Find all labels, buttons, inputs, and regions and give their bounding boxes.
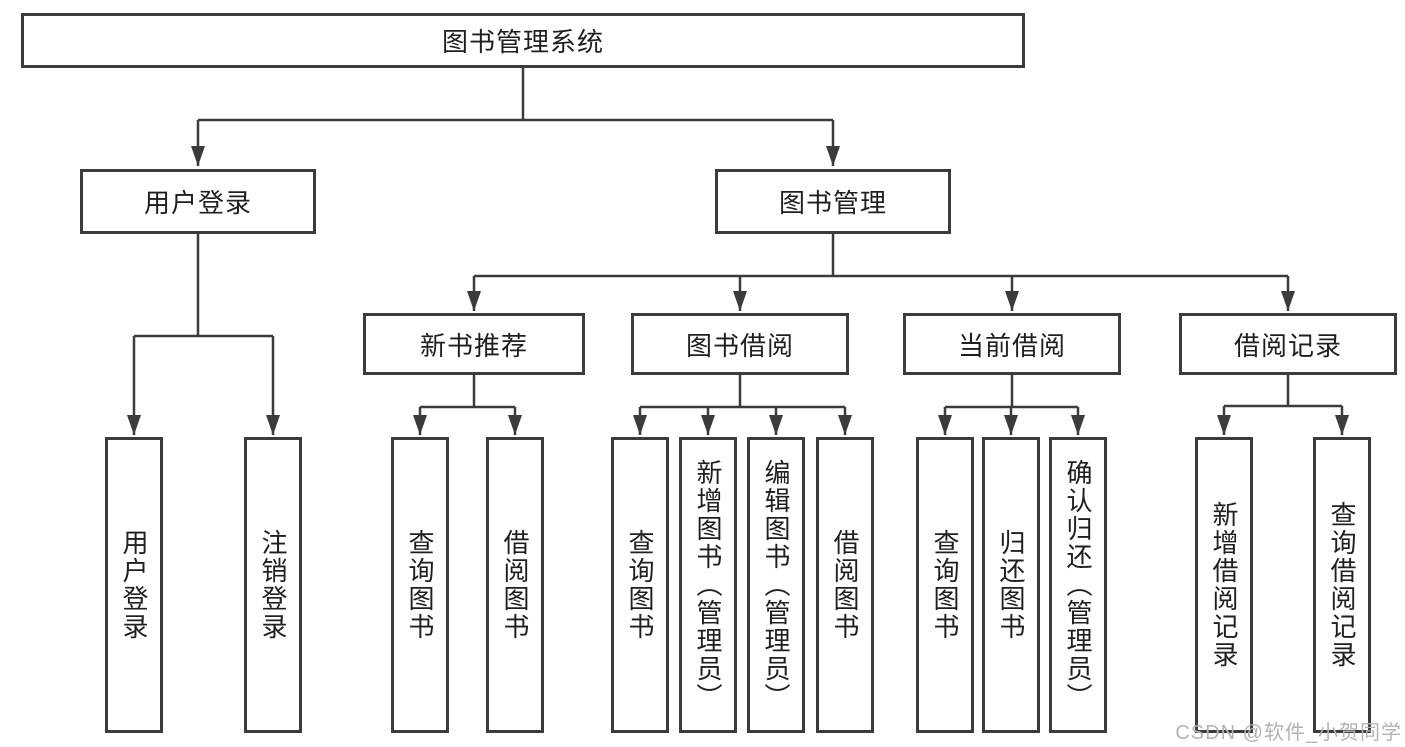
node-user-login-branch: 用户登录 (80, 169, 316, 234)
leaf-add-books-admin-label: 新增图书（管理员） (693, 459, 723, 711)
leaf-logout-label: 注销登录 (258, 529, 288, 641)
node-book-borrowing: 图书借阅 (631, 313, 849, 375)
leaf-query-books-borrowing-label: 查询图书 (625, 529, 655, 641)
leaf-borrow-books-label: 借阅图书 (830, 529, 860, 641)
node-borrowing-records: 借阅记录 (1179, 313, 1397, 375)
node-book-management-label: 图书管理 (778, 188, 887, 218)
node-new-book-recommendation-label: 新书推荐 (419, 330, 528, 361)
leaf-query-books-recommend: 查询图书 (391, 437, 449, 733)
leaf-edit-books-admin-label: 编辑图书（管理员） (761, 459, 791, 711)
leaf-return-books-label: 归还图书 (996, 529, 1026, 641)
leaf-query-books-current-label: 查询图书 (930, 529, 960, 641)
leaf-confirm-return-admin-label: 确认归还（管理员） (1063, 459, 1093, 711)
node-root-label: 图书管理系统 (441, 27, 604, 57)
leaf-add-borrow-record: 新增借阅记录 (1195, 437, 1253, 733)
node-user-login-label: 用户登录 (143, 188, 252, 218)
leaf-borrow-books: 借阅图书 (816, 437, 874, 733)
leaf-borrow-books-recommend-label: 借阅图书 (500, 529, 530, 641)
leaf-query-books-recommend-label: 查询图书 (405, 529, 435, 641)
leaf-add-books-admin: 新增图书（管理员） (679, 437, 737, 733)
node-current-borrowing: 当前借阅 (903, 313, 1121, 375)
node-borrowing-records-label: 借阅记录 (1233, 330, 1342, 361)
leaf-query-books-borrowing: 查询图书 (611, 437, 669, 733)
leaf-return-books: 归还图书 (982, 437, 1040, 733)
node-root-library-system: 图书管理系统 (21, 13, 1025, 68)
leaf-logout: 注销登录 (244, 437, 302, 733)
leaf-user-login-label: 用户登录 (119, 529, 149, 641)
node-new-book-recommendation: 新书推荐 (363, 313, 585, 375)
leaf-user-login: 用户登录 (105, 437, 163, 733)
node-book-management-branch: 图书管理 (715, 169, 951, 234)
node-book-borrowing-label: 图书借阅 (685, 330, 794, 361)
leaf-query-borrow-record: 查询借阅记录 (1313, 437, 1371, 733)
leaf-borrow-books-recommend: 借阅图书 (486, 437, 544, 733)
leaf-query-borrow-record-label: 查询借阅记录 (1327, 501, 1357, 669)
node-current-borrowing-label: 当前借阅 (957, 330, 1066, 361)
leaf-add-borrow-record-label: 新增借阅记录 (1209, 501, 1239, 669)
leaf-confirm-return-admin: 确认归还（管理员） (1049, 437, 1107, 733)
leaf-query-books-current: 查询图书 (916, 437, 974, 733)
leaf-edit-books-admin: 编辑图书（管理员） (747, 437, 805, 733)
csdn-watermark: CSDN @软件_小贺同学 (1175, 722, 1402, 744)
